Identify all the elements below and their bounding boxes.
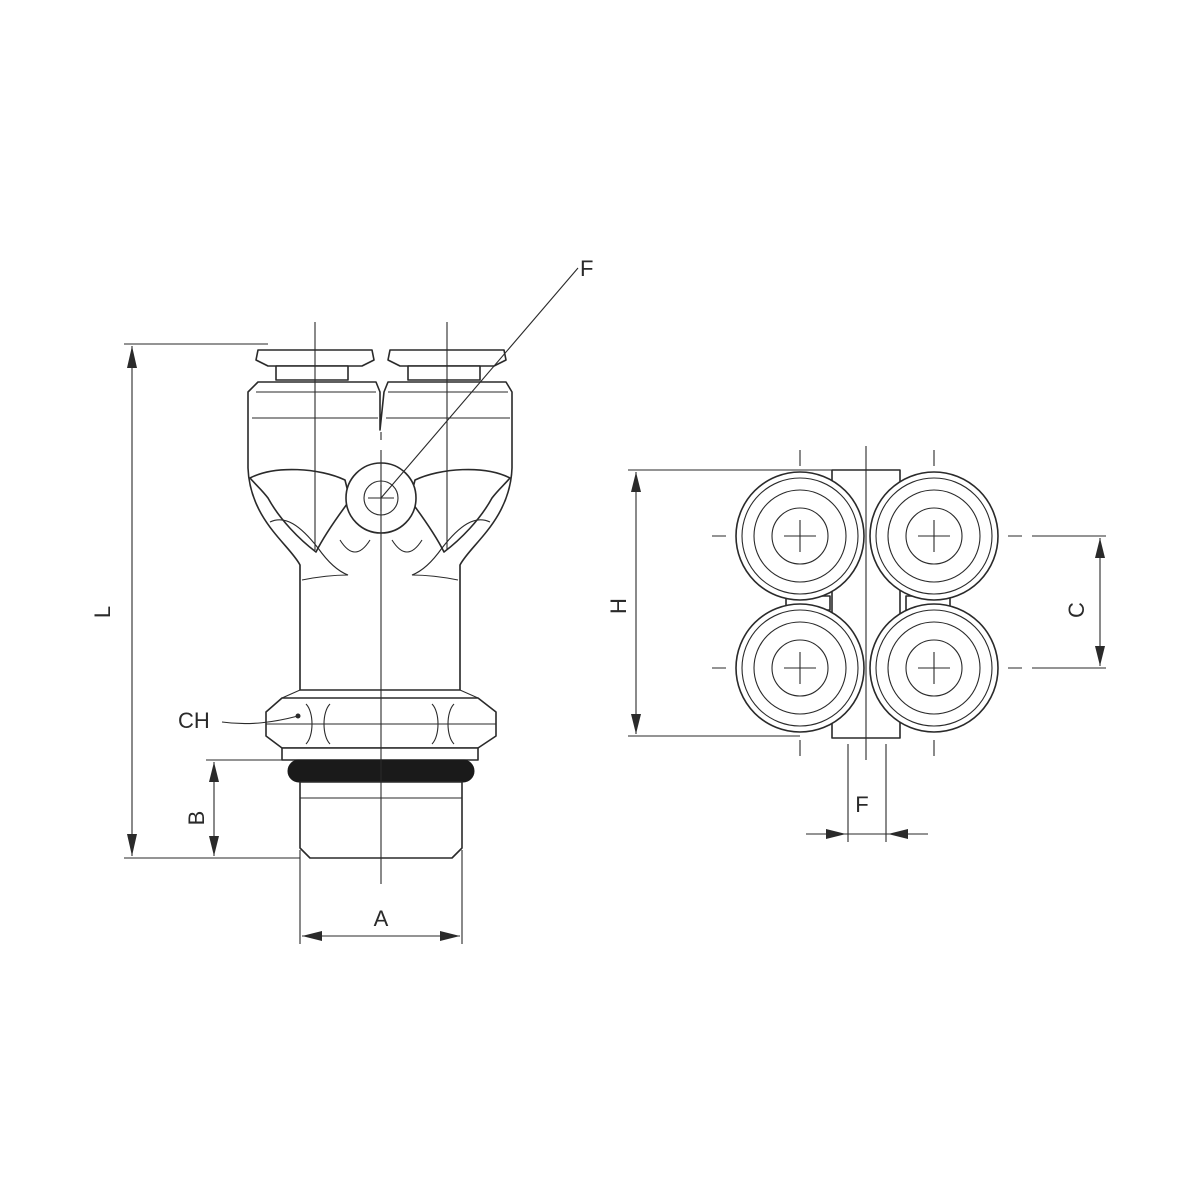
right-inner-curve <box>411 519 491 581</box>
dim-a-arrow-left <box>302 931 322 941</box>
label-h: H <box>606 598 631 614</box>
stem-lines <box>299 565 461 690</box>
dim-a-arrow-right <box>440 931 460 941</box>
dim-f-extensions <box>847 744 887 842</box>
leader-ch-dot <box>295 713 301 719</box>
hex-nut-faces <box>266 689 496 745</box>
dim-f-arrow-left <box>826 829 846 839</box>
dim-f-arrow-right <box>888 829 908 839</box>
dim-h-arrow-bottom <box>631 714 641 734</box>
left-inner-curve <box>269 519 349 581</box>
label-b: B <box>184 811 209 826</box>
label-f-bottom: F <box>855 792 868 817</box>
dim-h-extensions <box>628 469 832 737</box>
port-bottom-right <box>869 603 999 733</box>
dim-h-arrow-top <box>631 472 641 492</box>
dim-c-arrow-bottom <box>1095 646 1105 666</box>
label-f-top: F <box>580 256 593 281</box>
label-a: A <box>374 906 389 931</box>
leader-ch <box>221 715 299 725</box>
label-l: L <box>90 606 115 618</box>
dim-b-arrow-top <box>209 762 219 782</box>
side-view: F CH L B A <box>90 256 593 944</box>
port-bottom-left <box>735 603 865 733</box>
top-view: H C F <box>606 446 1106 842</box>
leader-f <box>380 267 579 499</box>
port-top-left <box>735 471 865 601</box>
dim-b-arrow-bottom <box>209 836 219 856</box>
dim-c-arrow-top <box>1095 538 1105 558</box>
label-c: C <box>1064 602 1089 618</box>
dim-c-extensions <box>1032 535 1106 669</box>
port-top-right <box>869 471 999 601</box>
left-wing <box>249 468 351 553</box>
dim-l-extensions <box>124 343 300 859</box>
dim-l-arrow-bottom <box>127 834 137 856</box>
center-notch <box>339 539 423 553</box>
label-ch: CH <box>178 708 210 733</box>
left-collet-neck <box>275 365 349 381</box>
dim-l-arrow-top <box>127 346 137 368</box>
dim-a-extensions <box>299 850 463 944</box>
nut-washer <box>281 747 479 761</box>
port-centerline-ticks <box>712 450 1022 756</box>
y-branch-body <box>247 381 513 691</box>
right-collet-neck <box>407 365 481 381</box>
right-wing <box>409 468 511 553</box>
